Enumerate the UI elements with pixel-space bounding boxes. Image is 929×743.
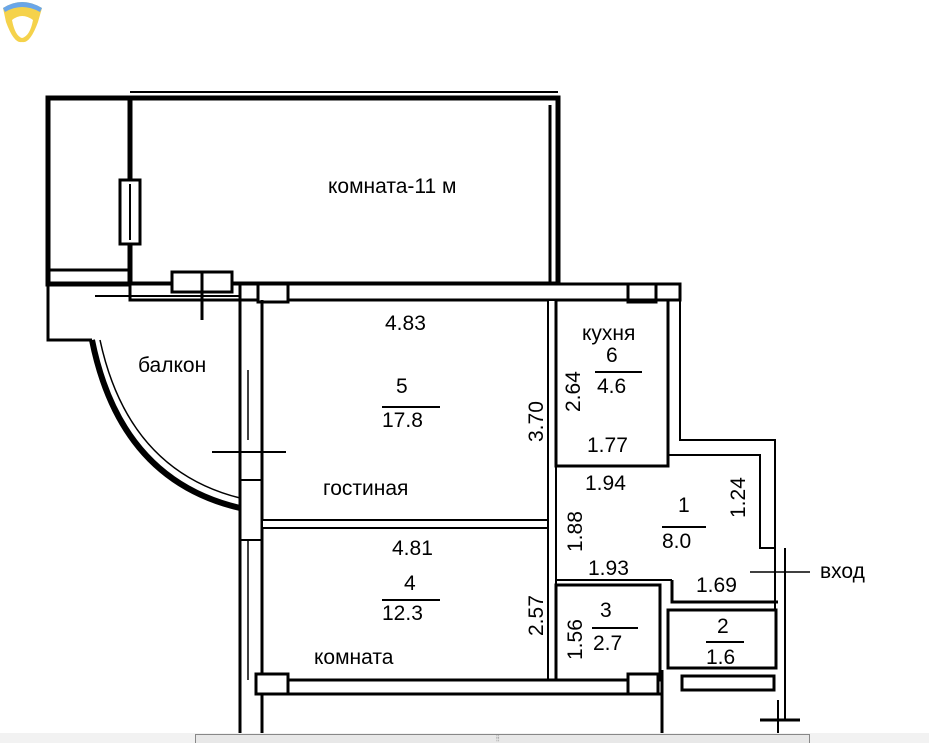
hall-width-bottom-right: 1.69 [696,574,737,597]
hall-number: 1 [678,494,690,517]
wc2-number: 2 [717,615,729,638]
room-top-label: комната-11 м [328,175,456,198]
walls [45,91,810,743]
living-width: 4.83 [385,312,426,335]
room4-label: комната [314,646,394,669]
grip-icon: ⦙⦙ [496,734,500,743]
kitchen-number: 6 [606,344,618,367]
horizontal-scrollbar-thumb[interactable]: ⦙⦙ [195,734,810,743]
balcony-label: балкон [138,354,206,377]
bath3-height: 1.56 [564,619,587,660]
kitchen-label: кухня [582,322,635,345]
room4-area: 12.3 [382,602,423,625]
hall-width-top: 1.94 [585,472,626,495]
kitchen-area: 4.6 [597,375,626,398]
living-number: 5 [396,375,408,398]
living-height: 3.70 [525,401,548,442]
hall-height-left: 1.88 [564,511,587,552]
room4-height: 2.57 [525,595,548,636]
app-logo-icon [3,2,42,43]
kitchen-height: 2.64 [562,371,585,412]
living-area: 17.8 [382,409,423,432]
bath3-area: 2.7 [593,632,622,655]
bath3-number: 3 [600,599,612,622]
wc2-area: 1.6 [706,646,735,669]
room4-width: 4.81 [392,537,433,560]
hall-area: 8.0 [662,530,691,553]
living-label: гостиная [323,477,408,500]
entrance-label: вход [820,560,865,583]
hall-height-right: 1.24 [727,477,750,518]
room4-number: 4 [404,572,416,595]
kitchen-width: 1.77 [587,434,628,457]
hall-width-bottom: 1.93 [588,557,629,580]
